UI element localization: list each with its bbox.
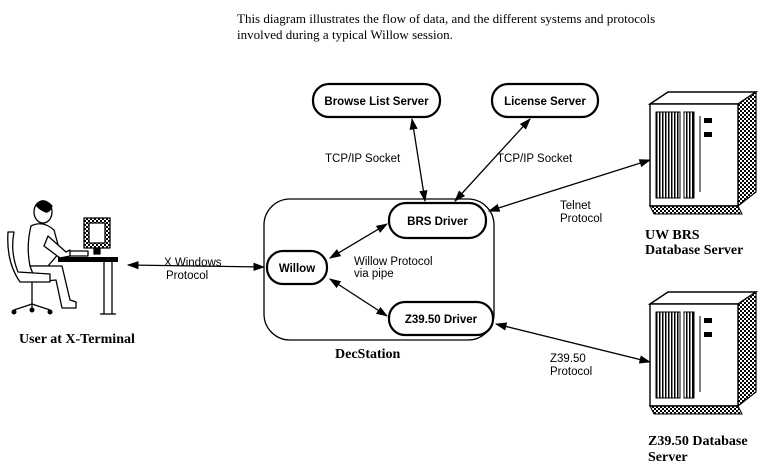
arrow-willow-brs (328, 223, 389, 259)
uw-brs-label-line-2: Database Server (645, 243, 743, 258)
browse-list-server-node (311, 82, 442, 119)
uw-brs-label-line-1: UW BRS (645, 228, 700, 243)
willow-node (265, 249, 329, 286)
decstation-label: DecStation (335, 347, 401, 362)
z3950-driver-node (387, 300, 495, 337)
willow-protocol-line-1: Willow Protocol (354, 256, 433, 268)
z3950-db-label-line-1: Z39.50 Database (648, 434, 748, 449)
arrow-browse-brs (409, 117, 428, 203)
brs-driver-node (387, 201, 488, 240)
telnet-protocol-line-1: Telnet (560, 200, 591, 212)
willow-protocol-line-2: via pipe (354, 268, 394, 280)
z3950-protocol-line-2: Protocol (550, 366, 592, 378)
caption-line-1: This diagram illustrates the flow of dat… (237, 11, 655, 26)
arrow-willow-z3950 (329, 278, 388, 317)
xwindows-protocol-line-1: X Windows (164, 257, 222, 269)
z3950-db-label-line-2: Server (648, 450, 688, 465)
license-server-node (490, 82, 600, 119)
brs-driver-label: BRS Driver (407, 216, 468, 228)
z3950-driver-label: Z39.50 Driver (405, 314, 478, 326)
arrow-xterm-willow (126, 261, 266, 271)
tcp-socket-left-label: TCP/IP Socket (325, 153, 401, 165)
arrow-brs-uwbrs (487, 159, 652, 212)
user-at-xterminal-label: User at X-Terminal (19, 332, 135, 347)
license-server-label: License Server (504, 96, 586, 108)
user-at-terminal-icon (7, 200, 118, 315)
z3950-server-icon (649, 291, 757, 415)
willow-label: Willow (279, 263, 315, 275)
tcp-socket-right-label: TCP/IP Socket (497, 153, 573, 165)
xwindows-protocol-line-2: Protocol (166, 270, 208, 282)
arrow-z3950-db (494, 322, 652, 364)
uw-brs-server-icon (649, 91, 757, 215)
browse-list-server-label: Browse List Server (324, 96, 429, 108)
z3950-protocol-line-1: Z39.50 (550, 353, 586, 365)
telnet-protocol-line-2: Protocol (560, 213, 602, 225)
caption-line-2: involved during a typical Willow session… (237, 27, 453, 42)
